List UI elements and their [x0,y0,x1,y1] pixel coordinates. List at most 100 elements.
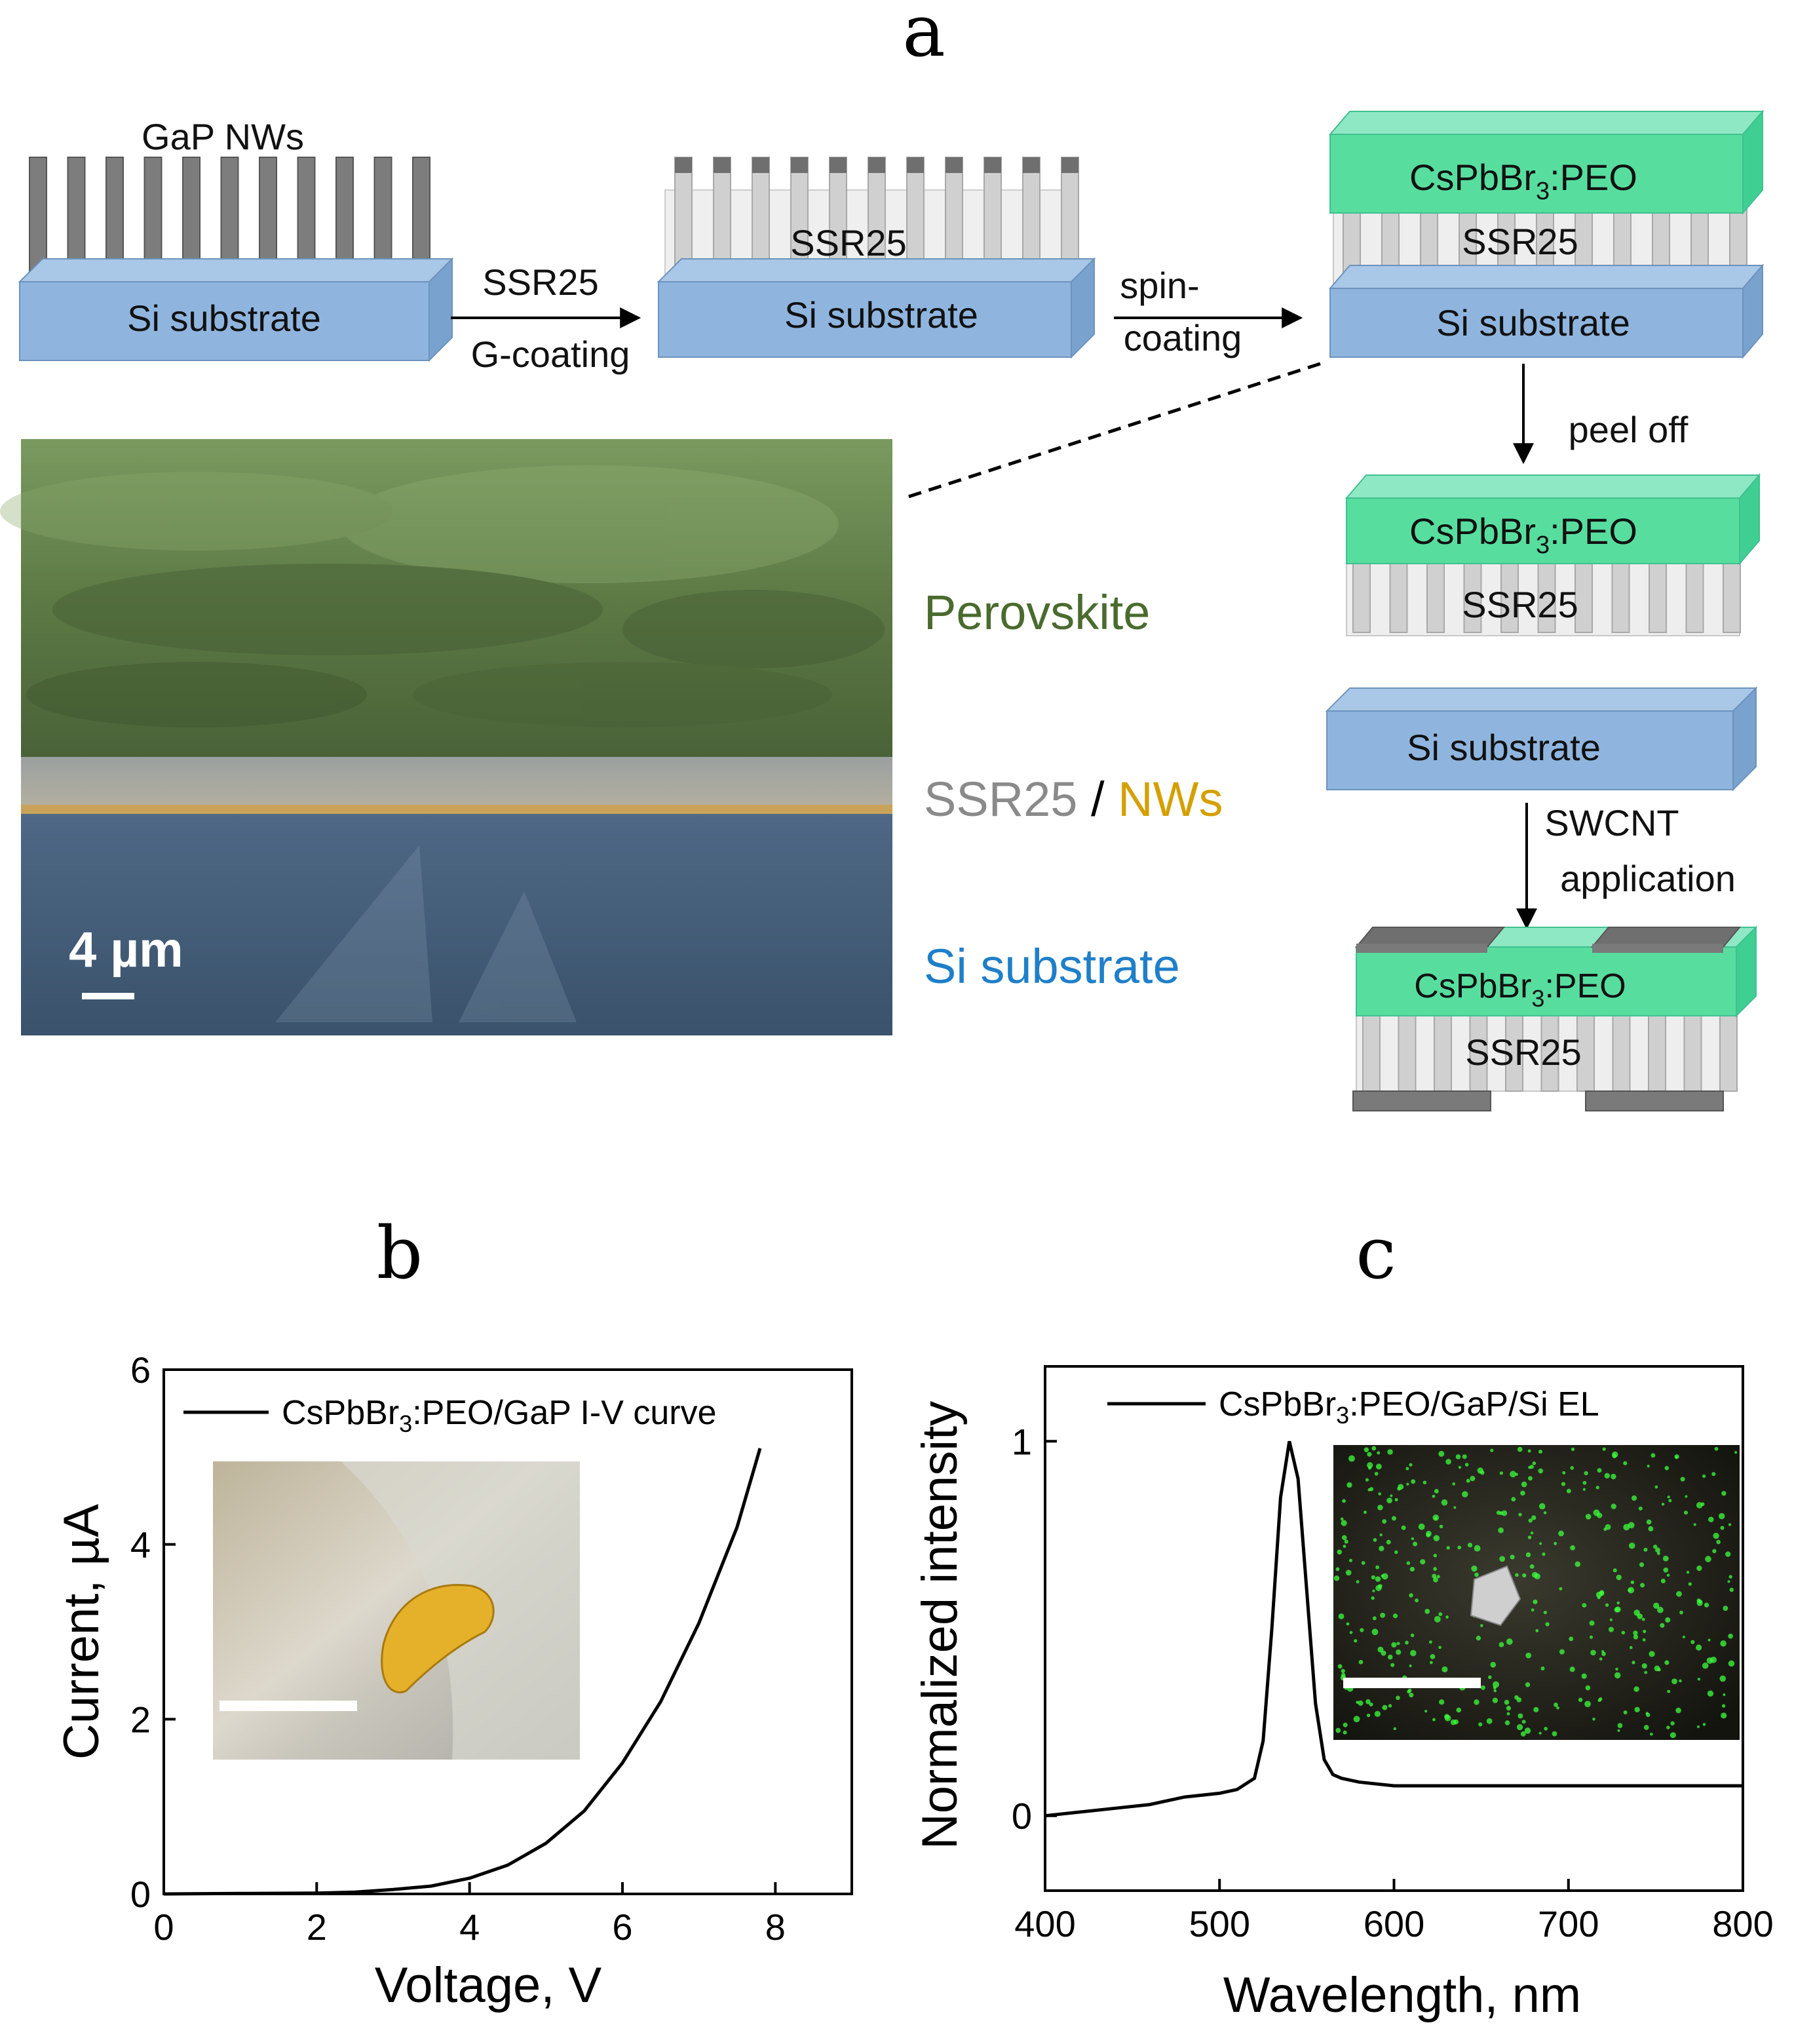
emission-dot [1344,1539,1348,1544]
nanowire-tip [714,157,731,173]
sem-si-texture [275,845,577,1022]
step3-schematic: CsPbBr3:PEO SSR25 Si substrate [1328,109,1765,359]
inset-scale-bar [219,1701,357,1711]
emission-dot [1452,1482,1456,1486]
emission-dot [1602,1447,1606,1451]
ssr25-label: SSR25 [1462,584,1578,625]
emission-dot [1342,1499,1346,1503]
emission-dot [1375,1576,1381,1582]
emission-dot [1340,1517,1344,1521]
emission-dot [1345,1570,1352,1576]
emission-dot [1612,1454,1617,1459]
inset-yellow-flake [381,1584,495,1693]
formula-base: CsPbBr [1414,967,1531,1005]
si-substrate-label: Si substrate [1436,302,1630,343]
emission-dot [1498,1511,1503,1516]
emission-dot [1562,1471,1566,1475]
ssr25-text: SSR25 [924,772,1077,826]
emission-dot [1561,1482,1566,1486]
emission-dot [1601,1651,1606,1657]
emission-dot [1590,1649,1596,1656]
nanowire [1426,553,1445,633]
emission-dot [1538,1450,1543,1454]
x-tick-label: 2 [307,1906,327,1948]
emission-dot [1578,1697,1583,1703]
chart-b-plot-frame [162,1368,853,1895]
emission-dot [1474,1699,1479,1705]
emission-dot [1716,1539,1721,1545]
emission-dot [1396,1649,1402,1655]
legend-suffix: :PEO/GaP I-V curve [412,1394,716,1432]
inset-silver-flake [1470,1565,1521,1627]
emission-dot [1727,1580,1730,1583]
application-label: application [1560,858,1736,899]
emission-dot [1538,1468,1544,1474]
emission-dot [1644,1670,1648,1674]
emission-dot [1348,1455,1355,1462]
emission-dot [1446,1546,1450,1550]
emission-dot [1584,1701,1591,1708]
emission-dot [1420,1559,1426,1565]
emission-dot [1381,1573,1388,1580]
emission-dot [1641,1617,1645,1621]
emission-dot [1433,1535,1440,1541]
emission-dot [1462,1454,1467,1459]
emission-dot [1346,1622,1350,1626]
emission-dot [1660,1623,1665,1628]
emission-dot [1720,1640,1727,1647]
emission-dot [1571,1447,1575,1452]
emission-dot [1531,1608,1535,1612]
emission-dot [1613,1568,1617,1573]
perovskite-label: CsPbBr3:PEO [1409,157,1637,205]
emission-dot [1401,1525,1406,1530]
x-tick-label: 400 [1014,1903,1075,1944]
nanowire [1649,553,1667,633]
emission-dot [1369,1702,1373,1707]
emission-dot [1693,1523,1696,1526]
emission-dot [1365,1699,1371,1705]
emission-dot [1671,1678,1677,1685]
emission-dot [1544,1726,1548,1731]
emission-dot [1643,1547,1648,1552]
emission-dot [1396,1642,1400,1646]
perovskite-front [1346,497,1740,564]
emission-dot [1525,1652,1532,1659]
emission-dot [1518,1513,1522,1516]
nanowire-tip [984,157,1001,173]
emission-dot [1374,1471,1379,1476]
emission-dot [1558,1530,1564,1537]
emission-dot [1593,1509,1600,1516]
emission-dot [1653,1544,1658,1549]
formula-suffix: :PEO [1550,511,1637,552]
emission-dot [1358,1659,1364,1665]
nanowire [1362,1005,1381,1092]
emission-dot [1667,1495,1670,1499]
emission-dot [1533,1707,1539,1712]
emission-dot [1595,1486,1599,1490]
emission-dot [1397,1486,1402,1491]
step6-schematic: CsPbBr3:PEO SSR25 [1352,925,1758,1111]
emission-dot [1641,1663,1647,1669]
ssr25-label: SSR25 [1465,1032,1581,1073]
nanowire [1540,1005,1559,1092]
emission-dot [1439,1524,1443,1529]
emission-dot [1515,1573,1519,1577]
emission-dot [1696,1725,1700,1728]
swcnt-label: SWCNT [1544,802,1679,843]
emission-dot [1643,1629,1647,1634]
sem-perovskite-region [21,439,892,757]
emission-dot [1582,1480,1587,1485]
emission-dot [1728,1575,1732,1579]
emission-dot [1543,1511,1547,1514]
emission-dot [1720,1526,1725,1530]
emission-dot [1386,1497,1392,1503]
chart-b-inset-photo [213,1461,580,1760]
legend-suffix: :PEO/GaP/Si EL [1349,1385,1599,1423]
emission-dot [1493,1689,1497,1693]
slash-text: / [1077,772,1118,826]
emission-dot [1534,1573,1541,1580]
emission-dot [1506,1638,1513,1645]
emission-dot [1623,1524,1630,1531]
emission-dot [1499,1471,1504,1475]
